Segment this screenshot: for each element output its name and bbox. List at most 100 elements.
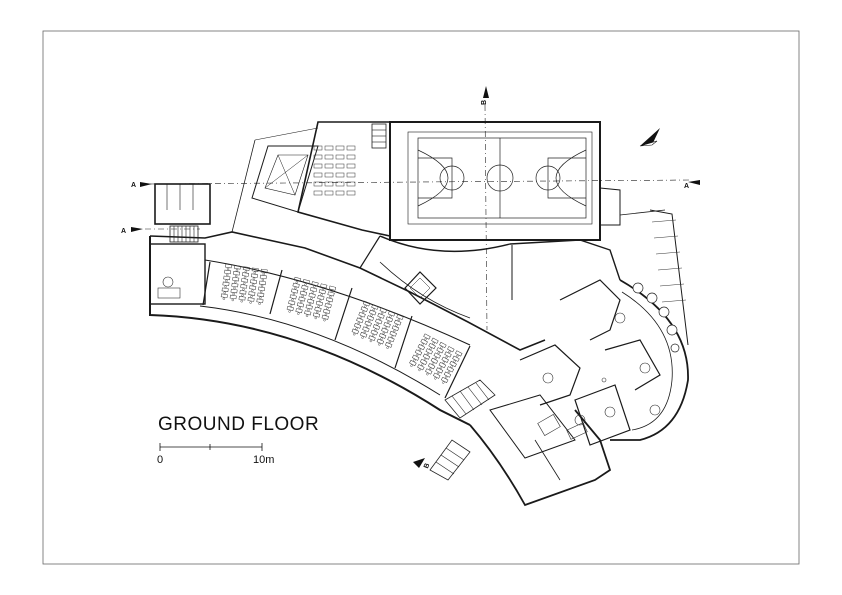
chair xyxy=(357,321,360,325)
desk xyxy=(320,283,328,289)
chair xyxy=(261,278,265,282)
desk xyxy=(449,360,457,368)
desk xyxy=(346,163,356,169)
chair xyxy=(291,298,294,301)
desk xyxy=(385,342,393,348)
desk xyxy=(419,358,428,365)
chair xyxy=(386,346,389,349)
desk xyxy=(250,273,258,278)
desk xyxy=(346,181,356,187)
desk xyxy=(412,354,420,361)
chair xyxy=(292,292,296,296)
chair xyxy=(222,297,226,300)
desk xyxy=(298,296,306,302)
chair xyxy=(308,302,312,306)
desk xyxy=(324,163,334,169)
chair xyxy=(233,286,236,290)
chair xyxy=(243,276,247,279)
chair xyxy=(444,376,448,379)
chair xyxy=(450,365,453,368)
chair xyxy=(226,273,229,277)
desk xyxy=(431,337,439,344)
chair xyxy=(370,314,373,317)
section-lines xyxy=(145,104,691,331)
desk xyxy=(368,309,377,316)
chair xyxy=(324,313,328,316)
desk xyxy=(289,294,297,300)
desk xyxy=(433,352,441,359)
chair xyxy=(426,372,429,376)
desk xyxy=(313,163,323,169)
chair xyxy=(297,312,300,315)
desk xyxy=(309,287,318,293)
section-a-right-label: A xyxy=(684,183,689,190)
desk xyxy=(326,297,334,303)
desk xyxy=(324,172,334,178)
chair xyxy=(307,308,310,312)
chair xyxy=(314,316,317,320)
section-b-bottom-label: B xyxy=(423,462,431,469)
desk xyxy=(295,308,303,314)
chair xyxy=(260,284,264,288)
section-markers: A A A B B xyxy=(121,86,700,470)
chair xyxy=(318,299,322,302)
chair xyxy=(232,292,235,296)
desk xyxy=(313,190,323,196)
chair xyxy=(393,329,396,333)
chair xyxy=(418,368,421,372)
chair xyxy=(361,336,364,339)
desk xyxy=(221,287,229,292)
chair xyxy=(380,337,383,340)
chair xyxy=(436,371,440,375)
chair xyxy=(225,279,228,283)
desk xyxy=(242,272,249,277)
desk xyxy=(446,366,454,373)
chair xyxy=(431,362,435,365)
sheet-frame xyxy=(42,30,800,565)
desk xyxy=(222,281,230,287)
desk xyxy=(233,271,241,276)
scale-start-label: 0 xyxy=(157,454,164,466)
desk xyxy=(370,329,378,336)
desk xyxy=(440,376,449,383)
chair xyxy=(329,295,332,299)
chair xyxy=(311,291,315,294)
chair xyxy=(305,314,309,317)
desk xyxy=(378,333,387,339)
chair xyxy=(224,285,227,289)
chair xyxy=(439,366,443,369)
chair xyxy=(249,301,252,304)
desk xyxy=(379,307,387,314)
desk xyxy=(385,316,394,323)
chair xyxy=(376,323,379,326)
building-walls xyxy=(149,121,689,507)
chair xyxy=(321,287,325,291)
desk xyxy=(296,302,305,308)
desk xyxy=(368,335,376,341)
desk xyxy=(315,300,323,306)
classroom-partitions xyxy=(202,261,471,399)
desk xyxy=(364,320,372,327)
chair xyxy=(434,377,437,380)
chair xyxy=(301,294,304,298)
desk xyxy=(362,326,370,333)
desk xyxy=(335,145,345,151)
chair xyxy=(361,310,365,314)
desk xyxy=(430,357,439,364)
chair xyxy=(327,301,331,304)
chair xyxy=(317,305,320,308)
desk xyxy=(256,298,264,303)
chair xyxy=(226,267,230,271)
desk xyxy=(414,349,423,356)
desk xyxy=(318,289,326,295)
desk xyxy=(259,274,267,280)
chair xyxy=(378,343,381,346)
chair xyxy=(253,271,257,274)
desk xyxy=(321,314,329,320)
chair xyxy=(372,308,375,311)
desk xyxy=(362,300,371,307)
chair xyxy=(368,319,371,323)
desk xyxy=(324,190,334,196)
desk xyxy=(317,295,325,301)
